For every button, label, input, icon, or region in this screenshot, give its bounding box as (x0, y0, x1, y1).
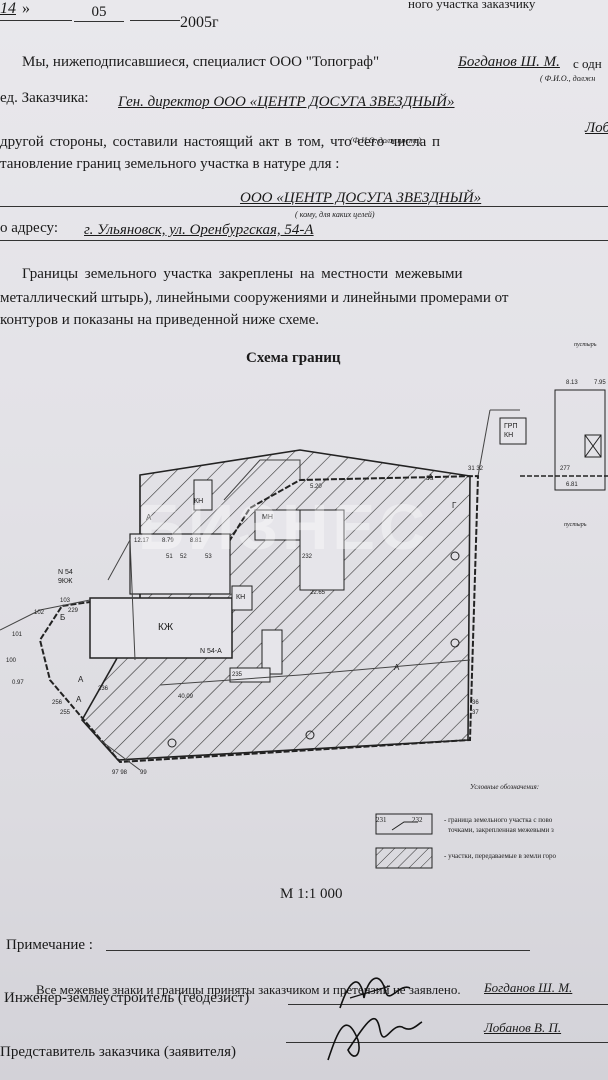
svg-text:256: 256 (52, 700, 63, 706)
legend-item-1: - граница земельного участка с пово (444, 816, 553, 824)
svg-text:7.95: 7.95 (594, 380, 606, 386)
svg-text:100: 100 (6, 658, 17, 664)
acceptance-text: Все межевые знаки и границы приняты зака… (36, 982, 461, 997)
svg-text:232: 232 (302, 554, 313, 560)
svg-text:30: 30 (426, 476, 433, 482)
label-kzh: КЖ (158, 622, 174, 633)
svg-text:36: 36 (472, 700, 479, 706)
building-kzh (89, 597, 233, 659)
svg-text:255: 255 (60, 710, 71, 716)
customer-note: (Ф.И.О. должность) (350, 136, 422, 145)
address-value: г. Ульяновск, ул. Оренбургская, 54-А (84, 222, 314, 238)
para-line3: контуров и показаны на приведенной ниже … (0, 312, 320, 328)
svg-text:102: 102 (34, 610, 45, 616)
note-label: Примечание : (6, 937, 93, 953)
svg-text:40.09: 40.09 (178, 694, 194, 700)
representative-name: Лобанов В. П. (484, 1020, 562, 1035)
grp-box (499, 417, 527, 445)
client-note: ( кому, для каких целей) (295, 210, 375, 219)
customer-value: Ген. директор ООО «ЦЕНТР ДОСУГА ЗВЕЗДНЫЙ… (118, 94, 455, 110)
legend-symbols (375, 813, 433, 869)
svg-text:97 98: 97 98 (112, 770, 128, 776)
para-line2: металлический штырь), линейными сооружен… (0, 290, 509, 306)
svg-text:6.81: 6.81 (566, 482, 578, 488)
svg-text:А: А (76, 695, 82, 704)
svg-text:99: 99 (140, 770, 147, 776)
svg-text:277: 277 (560, 466, 571, 472)
scheme-title: Схема границ (246, 350, 341, 366)
svg-text:229: 229 (68, 608, 79, 614)
label-grp: ГРП КН (504, 423, 518, 439)
representative-label: Представитель заказчика (заявителя) (0, 1044, 237, 1060)
customer-label: ед. Заказчика: (0, 90, 89, 106)
header-top-right: ного участка заказчику (408, 0, 536, 11)
label-kn-1: КН (194, 498, 204, 505)
label-mn: МН (262, 514, 273, 521)
legend-title: Условные обозначения: (470, 783, 540, 791)
intro-line1-suffix: с одн (573, 56, 602, 71)
engineer-signature (339, 977, 411, 1009)
intro-line3: другой стороны, составили настоящий акт … (0, 134, 441, 150)
svg-text:52: 52 (180, 554, 187, 560)
building-upper (129, 533, 231, 595)
watermark: БИЗНЕС (138, 491, 430, 563)
svg-text:53: 53 (205, 554, 212, 560)
intro-line4: тановление границ земельного участка в н… (0, 156, 340, 172)
svg-text:А: А (394, 663, 400, 672)
engineer-label: Инженер-землеустроитель (геодезист) (4, 990, 250, 1006)
svg-text:8.81: 8.81 (190, 538, 202, 544)
representative-signature (327, 1017, 423, 1061)
client-name: ООО «ЦЕНТР ДОСУГА ЗВЕЗДНЫЙ» (240, 190, 482, 206)
date-day: 14 (0, 0, 16, 17)
scale: М 1:1 000 (280, 886, 343, 902)
svg-text:Г: Г (452, 501, 457, 510)
intro-line1-note: ( Ф.И.О., должн (540, 74, 596, 83)
svg-text:22.65: 22.65 (310, 590, 326, 596)
svg-text:А: А (146, 513, 152, 522)
para-line1: Границы земельного участка закреплены на… (22, 266, 463, 282)
date-month: 05 (74, 4, 124, 22)
svg-text:31 32: 31 32 (468, 466, 484, 472)
svg-text:0.97: 0.97 (12, 680, 24, 686)
svg-text:103: 103 (60, 598, 71, 604)
legend-num-1: 231 (376, 816, 387, 824)
svg-text:А: А (78, 675, 84, 684)
boundary-scheme: 5.20 30 31 32 12.17 8.79 8.81 51 52 53 103 229 1… (0, 380, 608, 776)
intro-line1: Мы, нижеподписавшиеся, специалист ООО "Т… (22, 54, 380, 70)
legend-item-2: - участки, передаваемые в земли горо (444, 852, 557, 860)
svg-text:235: 235 (232, 672, 243, 678)
label-pustyr-1: пустырь (574, 342, 597, 348)
engineer-name: Богданов Ш. М. (484, 980, 573, 995)
svg-text:Б: Б (60, 613, 65, 622)
svg-text:37: 37 (472, 710, 479, 716)
svg-text:А: А (428, 473, 434, 482)
svg-text:236: 236 (98, 686, 109, 692)
svg-text:12.17: 12.17 (134, 538, 150, 544)
svg-text:8.79: 8.79 (162, 538, 174, 544)
plot-boundary (38, 474, 480, 764)
specialist-name: Богданов Ш. М. (458, 54, 560, 70)
date-sep: » (22, 0, 30, 17)
svg-text:101: 101 (12, 632, 23, 638)
label-n54: N 54 9КЖ (58, 569, 73, 585)
label-kn-2: КН (236, 594, 246, 601)
svg-text:8.13: 8.13 (566, 380, 578, 386)
legend-num-2: 232 (412, 816, 423, 824)
svg-text:51: 51 (166, 554, 173, 560)
address-label: о адресу: (0, 220, 59, 236)
right-plan (554, 389, 606, 491)
label-n54a: N 54-А (200, 648, 222, 655)
legend-item-1b: точками, закрепленная межевыми з (448, 826, 554, 834)
svg-text:5.20: 5.20 (310, 484, 322, 490)
label-pustyr-2: пустырь (564, 522, 587, 528)
date-year: 2005г (180, 14, 219, 31)
customer-suffix: Лоб (585, 120, 608, 136)
